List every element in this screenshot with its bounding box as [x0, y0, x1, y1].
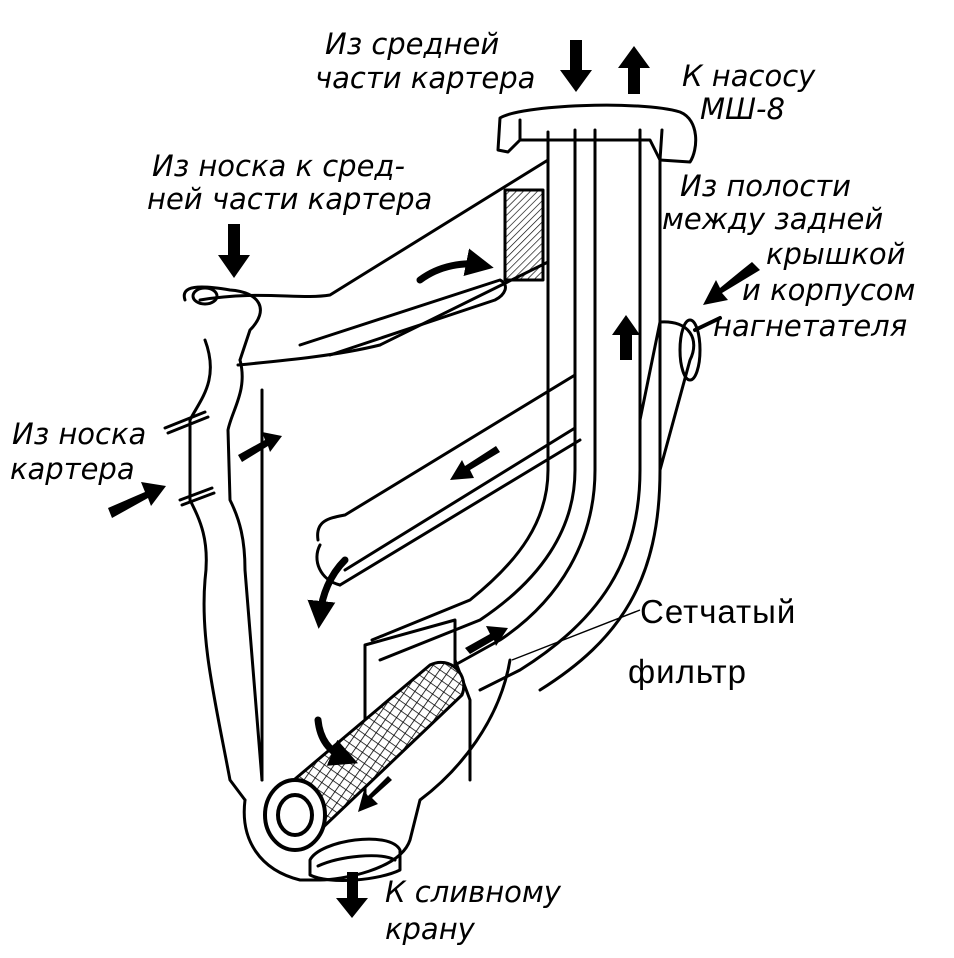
- label-from-middle-crankcase-2: части картера: [315, 62, 535, 95]
- upper-channel: [198, 158, 550, 302]
- label-to-pump: К насосу: [682, 60, 815, 93]
- label-line: Из средней: [325, 27, 500, 61]
- top-flange: [496, 103, 698, 164]
- label-mesh-filter-1: Сетчатый: [640, 586, 796, 638]
- label-line: МШ-8: [700, 92, 785, 126]
- label-from-cavity-5: нагнетателя: [713, 310, 907, 343]
- middle-baffle: [316, 373, 577, 542]
- label-to-drain-2: крану: [385, 913, 475, 946]
- label-from-cavity-3: крышкой: [766, 238, 905, 271]
- label-line: Из носка: [12, 417, 147, 451]
- arrow-up-to-pump: [618, 46, 650, 94]
- label-from-nose-to-middle-2: ней части картера: [147, 183, 432, 216]
- label-mesh-filter-2: фильтр: [628, 646, 747, 698]
- label-line: нагнетателя: [713, 309, 908, 343]
- arrow-internal-4: [465, 626, 508, 654]
- label-line: ней части картера: [147, 182, 433, 216]
- outlet-pipe-outer: [370, 130, 550, 642]
- cavity-inlet-boss: [678, 318, 702, 382]
- label-to-pump-2: МШ-8: [700, 93, 785, 126]
- arrow-internal-3: [450, 446, 500, 480]
- arrow-internal-1: [238, 432, 282, 462]
- outlet-pipe-inner: [453, 128, 597, 667]
- label-to-drain-1: К сливному: [385, 876, 561, 909]
- arrow-down-to-drain: [336, 872, 368, 918]
- label-line: крышкой: [766, 237, 906, 271]
- label-line: К насосу: [682, 59, 816, 93]
- label-from-cavity-4: и корпусом: [742, 274, 915, 307]
- label-line: Сетчатый: [640, 593, 797, 630]
- body-bottom: [242, 658, 512, 882]
- label-line: К сливному: [385, 875, 561, 909]
- arrow-down-from-middle: [560, 40, 592, 92]
- label-line: Из носка к сред-: [152, 149, 405, 183]
- label-from-cavity-1: Из полости: [680, 170, 851, 203]
- label-from-nose-crankcase-2: картера: [10, 453, 135, 486]
- arrow-down-nose-to-middle: [218, 224, 250, 278]
- mesh-filter: [263, 660, 466, 852]
- label-line: части картера: [315, 61, 536, 95]
- arrow-from-cavity: [703, 262, 760, 305]
- arrow-from-nose-crankcase: [108, 482, 166, 518]
- drain-outlet: [308, 837, 402, 882]
- label-from-nose-to-middle: Из носка к сред-: [152, 150, 405, 183]
- flow-arrows: [108, 40, 760, 918]
- label-from-nose-crankcase-1: Из носка: [12, 418, 146, 451]
- label-line: между задней: [662, 202, 884, 236]
- mesh-filter-leader-line: [511, 609, 641, 661]
- label-line: фильтр: [628, 653, 747, 690]
- body-left-wall: [188, 338, 247, 802]
- label-line: крану: [385, 912, 475, 946]
- nose-inlet-boss: [182, 285, 262, 362]
- label-from-cavity-2: между задней: [662, 203, 883, 236]
- label-from-middle-crankcase: Из средней: [325, 28, 499, 61]
- label-line: Из полости: [680, 169, 851, 203]
- label-line: и корпусом: [742, 273, 916, 307]
- label-line: картера: [10, 452, 135, 486]
- arrow-internal-2: [612, 315, 640, 360]
- arrow-internal-5: [358, 776, 392, 812]
